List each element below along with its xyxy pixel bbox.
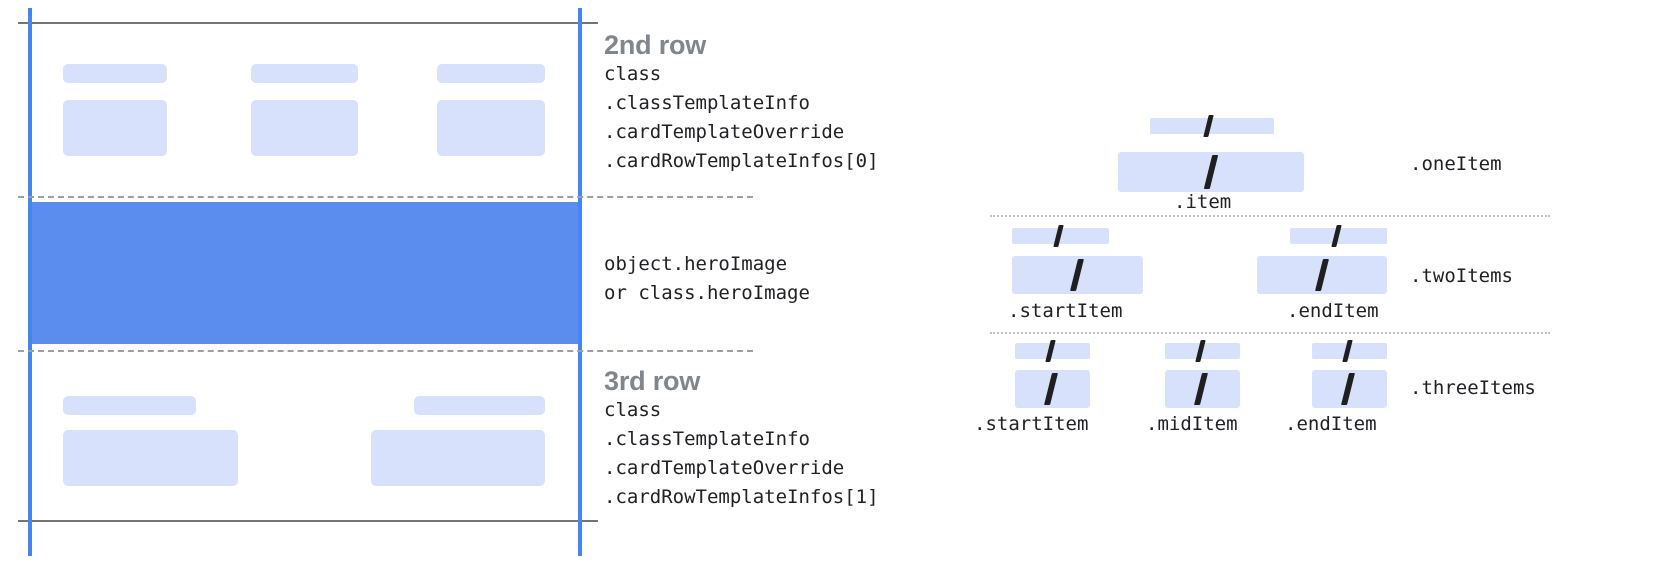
hero-image-code-path: object.heroImage or class.heroImage <box>604 253 810 305</box>
placeholder-value-block <box>1012 256 1143 294</box>
item-arrangement-diagram: .item .oneItem .startItem .endItem .twoI… <box>960 0 1676 584</box>
placeholder-value-block <box>437 100 545 156</box>
item-caption: .startItem <box>974 413 1089 435</box>
slash-icon <box>1044 373 1058 405</box>
slash-icon <box>1070 259 1084 291</box>
arrangement-divider-2 <box>990 332 1550 334</box>
second-row-code-path: class .classTemplateInfo .cardTemplateOv… <box>604 63 879 173</box>
third-row-annotation: 3rd row class .classTemplateInfo .cardTe… <box>604 366 879 512</box>
two-items-row-label: .twoItems <box>1410 265 1513 287</box>
item-caption: .midItem <box>1146 413 1238 435</box>
guide-line-left <box>28 8 32 556</box>
placeholder-label-bar <box>63 396 196 415</box>
card-bottom-rule <box>18 520 598 522</box>
placeholder-label-bar <box>63 64 167 83</box>
placeholder-label-bar <box>437 64 545 83</box>
slash-icon <box>1342 340 1353 362</box>
slash-icon <box>1053 225 1064 247</box>
placeholder-label-bar <box>414 396 545 415</box>
placeholder-label-bar <box>1150 115 1274 137</box>
placeholder-value-block <box>1257 256 1387 294</box>
placeholder-value-block <box>371 430 545 486</box>
three-items-row-label: .threeItems <box>1410 377 1536 399</box>
placeholder-value-block <box>63 430 238 486</box>
slash-icon <box>1203 155 1219 189</box>
second-row-heading: 2nd row <box>604 30 707 60</box>
card-top-rule <box>18 22 598 24</box>
placeholder-label-bar <box>251 64 358 83</box>
slash-icon <box>1331 225 1342 247</box>
placeholder-label-bar <box>1290 225 1387 247</box>
slash-icon <box>1315 259 1329 291</box>
item-caption: .startItem <box>1008 300 1123 322</box>
guide-line-right <box>578 8 582 556</box>
card-layout-diagram <box>0 0 753 584</box>
placeholder-value-block <box>63 100 167 156</box>
placeholder-value-block <box>1015 370 1090 408</box>
slash-icon <box>1194 373 1208 405</box>
placeholder-value-block <box>1165 370 1240 408</box>
slash-icon <box>1341 373 1355 405</box>
third-row-code-path: class .classTemplateInfo .cardTemplateOv… <box>604 399 879 509</box>
placeholder-label-bar <box>1312 340 1387 362</box>
placeholder-value-block <box>251 100 358 156</box>
placeholder-label-bar <box>1165 340 1240 362</box>
one-item-row-label: .oneItem <box>1410 153 1502 175</box>
row-divider-dashed-top <box>18 196 753 198</box>
arrangement-divider-1 <box>990 215 1550 217</box>
placeholder-value-block <box>1312 370 1387 408</box>
item-caption: .endItem <box>1285 413 1377 435</box>
item-caption: .endItem <box>1287 300 1379 322</box>
placeholder-value-block <box>1118 152 1304 192</box>
item-caption: .item <box>1174 191 1232 213</box>
row-divider-dashed-bottom <box>18 350 753 352</box>
placeholder-label-bar <box>1015 340 1090 362</box>
second-row-annotation: 2nd row class .classTemplateInfo .cardTe… <box>604 30 879 176</box>
slash-icon <box>1203 115 1214 137</box>
third-row-heading: 3rd row <box>604 366 701 396</box>
hero-image-annotation: object.heroImage or class.heroImage <box>604 250 810 308</box>
placeholder-label-bar <box>1012 225 1109 247</box>
hero-image-band <box>32 202 578 344</box>
slash-icon <box>1045 340 1056 362</box>
slash-icon <box>1195 340 1206 362</box>
